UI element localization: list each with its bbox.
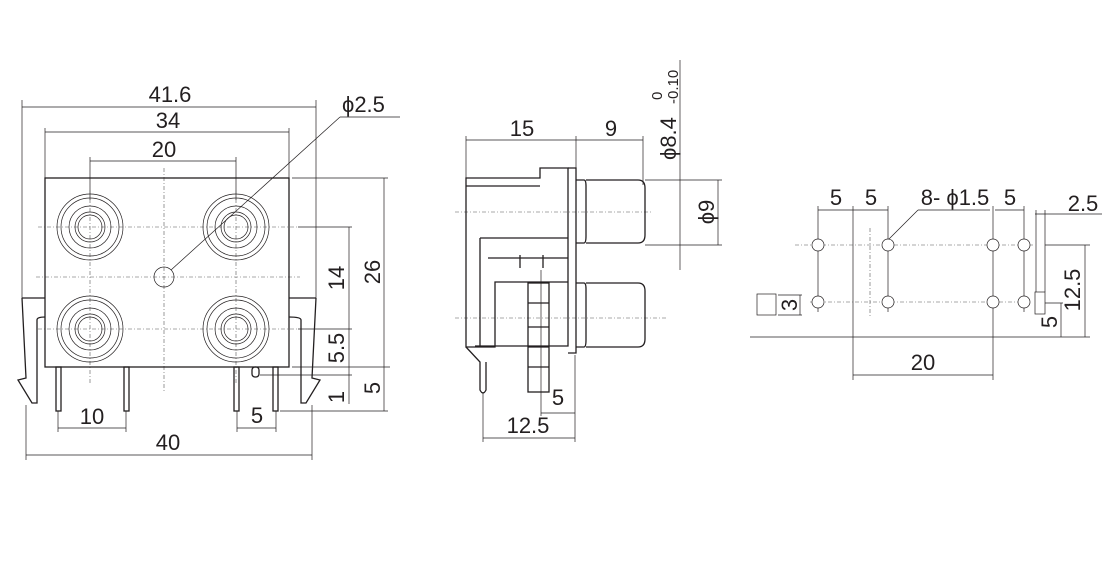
dim-40: 40 [156,430,180,455]
dim-phi-8.4-value: ϕ8.4 [656,117,681,160]
side-centerlines [455,211,666,319]
footprint-dimension-lines [750,206,1102,380]
dim-12.5: 12.5 [507,413,550,438]
side-pin [465,346,487,394]
tol-lower: -0.10 [665,70,682,104]
rca-jack [202,295,270,363]
jack-housing [44,177,290,368]
dim-center-hole: ϕ2.5 [342,92,385,117]
slot-pad [1034,291,1046,315]
dim-5-a: 5 [830,185,842,210]
side-pin-strip [527,282,550,393]
side-dimension-lines [465,60,722,442]
left-bracket [16,297,46,404]
dim-10: 10 [80,404,104,429]
rca-jacks [56,193,270,363]
dim-5.5: 5.5 [324,333,349,364]
mounting-holes [811,238,1031,309]
dim-5-side: 5 [552,385,564,410]
pcb-footprint: 5 5 8- ϕ1.5 5 2.5 3 12.5 5 20 [750,185,1102,380]
rca-jack [56,193,124,261]
front-centerlines [36,168,300,392]
dim-15: 15 [510,116,534,141]
rca-jack [56,295,124,363]
lower-plug [576,282,646,348]
dim-3: 3 [777,299,802,311]
dim-14: 14 [324,266,349,290]
dim-phi-8.4: ϕ8.4 0 -0.10 [649,70,682,160]
rca-jack [202,193,270,261]
dim-20: 20 [152,137,176,162]
dim-9: 9 [605,116,617,141]
dim-5-c: 5 [1004,185,1016,210]
dim-holes: 8- ϕ1.5 [921,185,990,210]
dim-5-slot: 5 [1037,316,1062,328]
dim-20-fp: 20 [911,350,935,375]
dim-5-pin: 5 [360,382,385,394]
side-flange [568,167,577,354]
dim-1: 1 [324,391,349,403]
dim-2.5: 2.5 [1068,191,1099,216]
upper-plug [576,179,646,244]
right-bracket [288,297,322,404]
dim-41.6: 41.6 [149,82,192,107]
pins [55,366,279,412]
tol-upper: 0 [649,92,666,100]
center-hole [153,266,175,288]
side-housing [465,167,569,348]
dim-12.5-fp: 12.5 [1060,269,1085,312]
dim-phi-9: ϕ9 [694,200,719,225]
footprint-centerlines [795,228,1035,318]
dim-34: 34 [156,108,180,133]
square-pad [756,293,777,316]
dim-5-b: 5 [865,185,877,210]
dim-26: 26 [360,260,385,284]
front-view: 41.6 34 20 ϕ2.5 14 5.5 1 26 5 10 5 40 [16,82,400,460]
dim-5: 5 [251,403,263,428]
side-view: 15 9 ϕ8.4 0 -0.10 ϕ9 5 12.5 [455,60,722,442]
front-dimension-lines [21,100,400,460]
